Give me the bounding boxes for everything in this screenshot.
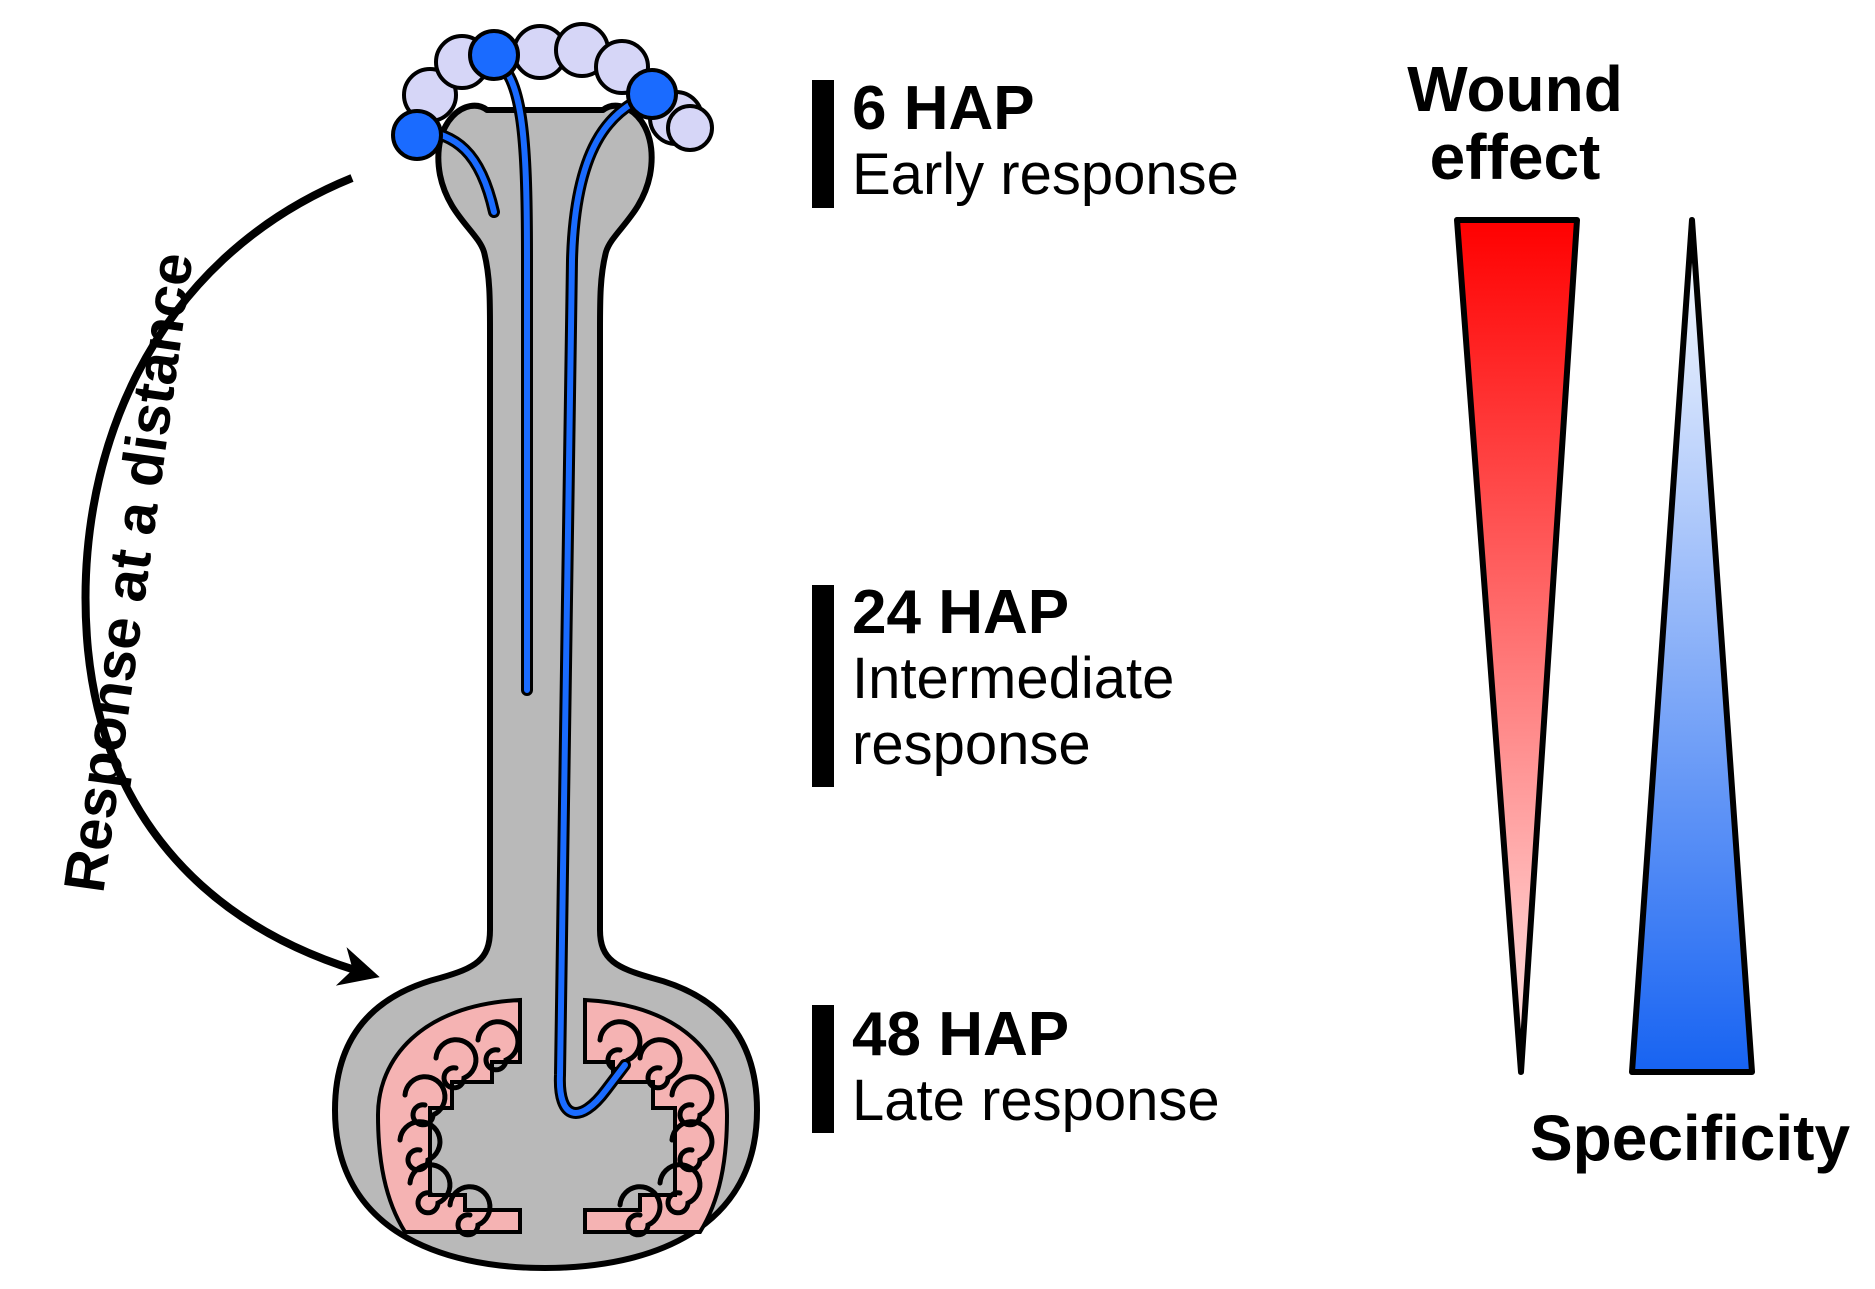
neuron-cell-bodies	[391, 29, 678, 161]
stage-response-intermediate-1: Intermediate	[852, 646, 1175, 711]
stage-response-early: Early response	[852, 142, 1239, 207]
tissue-body	[332, 102, 760, 1271]
stage-bar-48hap	[812, 1005, 834, 1133]
bulb-cells	[397, 1019, 715, 1238]
wound-effect-title-1: Wound	[1407, 53, 1623, 125]
wound-effect-triangle	[1454, 217, 1580, 1075]
stage-hap-48: 48 HAP	[852, 1000, 1070, 1069]
stage-response-late: Late response	[852, 1068, 1220, 1133]
stage-bar-6hap	[812, 80, 834, 208]
stage-hap-6: 6 HAP	[852, 74, 1035, 143]
arrow-label: Response at a distance	[52, 249, 206, 896]
wound-effect-title-2: effect	[1429, 121, 1601, 193]
specificity-title: Specificity	[1529, 1102, 1851, 1174]
stage-hap-24: 24 HAP	[852, 578, 1070, 647]
neuron-fibres	[414, 52, 656, 1119]
stage-bar-24hap	[812, 585, 834, 787]
distance-arrow	[81, 174, 380, 986]
stage-response-intermediate-2: response	[852, 712, 1091, 777]
specificity-triangle	[1629, 217, 1755, 1075]
